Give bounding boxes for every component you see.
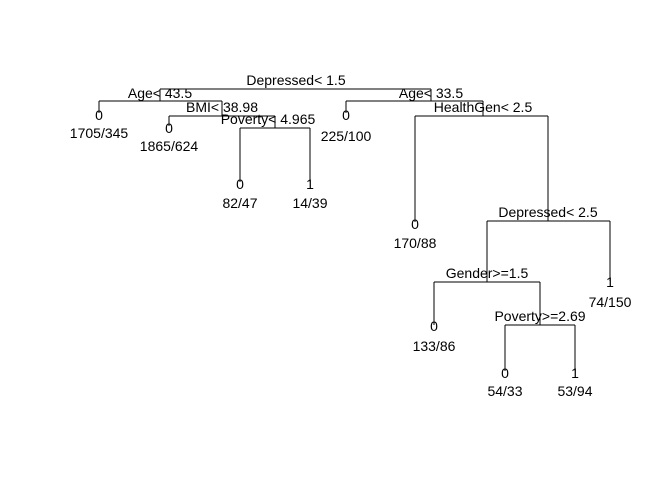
leaf-counts-label: 53/94 <box>557 383 592 399</box>
leaf-counts-label: 1705/345 <box>70 125 129 141</box>
leaf-counts-label: 170/88 <box>394 235 437 251</box>
leaf-class-label: 1 <box>606 274 614 290</box>
leaf-counts-label: 1865/624 <box>140 138 199 154</box>
split-label-age-left: Age< 43.5 <box>128 85 192 101</box>
split-label-healthgen: HealthGen< 2.5 <box>434 99 533 115</box>
leaf-class-label: 0 <box>501 365 509 381</box>
leaf-class-label: 0 <box>95 107 103 123</box>
leaf-counts-label: 74/150 <box>589 294 632 310</box>
leaf-class-label: 0 <box>165 120 173 136</box>
leaf-counts-label: 133/86 <box>413 338 456 354</box>
leaf-class-label: 1 <box>306 176 314 192</box>
leaf-class-label: 0 <box>342 107 350 123</box>
leaf-class-label: 0 <box>430 318 438 334</box>
split-label-gender: Gender>=1.5 <box>446 265 529 281</box>
leaf-class-label: 1 <box>571 365 579 381</box>
leaf-counts-label: 54/33 <box>487 383 522 399</box>
leaf-counts-label: 82/47 <box>222 195 257 211</box>
split-label-poverty-left: Poverty< 4.965 <box>221 111 316 127</box>
leaf-counts-label: 14/39 <box>292 195 327 211</box>
split-label-depressed-inner: Depressed< 2.5 <box>498 204 597 220</box>
leaf-counts-label: 225/100 <box>321 128 372 144</box>
tree-edges <box>98 88 611 371</box>
leaf-class-label: 0 <box>411 216 419 232</box>
split-label-age-right: Age< 33.5 <box>399 85 463 101</box>
split-label-depressed-root: Depressed< 1.5 <box>246 72 345 88</box>
split-label-bmi: BMI< 38.98 <box>186 99 258 115</box>
split-label-poverty-right: Poverty>=2.69 <box>494 308 585 324</box>
leaf-class-label: 0 <box>236 176 244 192</box>
